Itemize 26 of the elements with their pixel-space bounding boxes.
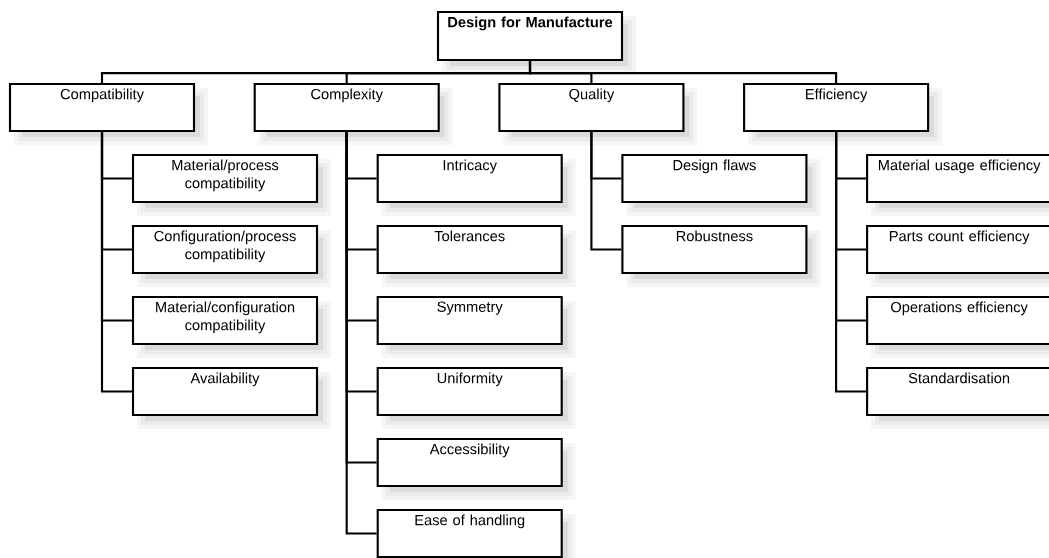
box: Complexity (253, 82, 440, 133)
box: Compatibility (8, 82, 196, 133)
box: Material usage efficiency (866, 153, 1049, 204)
box: Availability (131, 366, 319, 417)
box: Tolerances (376, 224, 563, 275)
box: Material/configuration compatibility (131, 295, 319, 346)
box: Efficiency (743, 82, 930, 133)
box: Symmetry (376, 295, 563, 346)
box: Uniformity (376, 366, 563, 417)
box: Operations efficiency (866, 295, 1049, 346)
connector (835, 132, 867, 393)
box: Material/process compatibility (131, 153, 319, 204)
box: Design flaws (621, 153, 808, 204)
box: Standardisation (866, 366, 1049, 417)
box: Design for Manufacture (436, 10, 624, 62)
box: Ease of handling (376, 508, 563, 558)
box: Intricacy (376, 153, 563, 204)
connector (528, 61, 838, 83)
box: Quality (498, 82, 685, 133)
box: Configuration/process compatibility (131, 224, 319, 275)
box: Accessibility (376, 437, 563, 488)
connector (590, 132, 622, 251)
connector (345, 132, 377, 535)
box: Robustness (621, 224, 808, 275)
box: Parts count efficiency (866, 224, 1049, 275)
connector (100, 132, 132, 393)
